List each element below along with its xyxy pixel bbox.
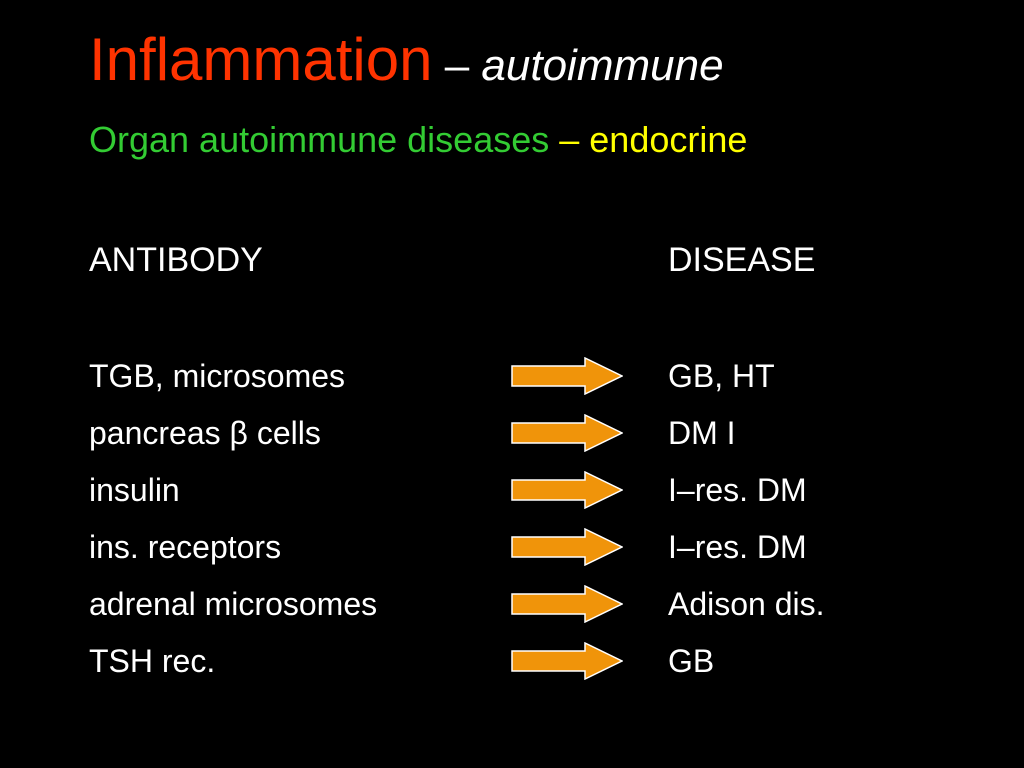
right-arrow-icon [511,471,623,509]
subtitle-dash: – [549,119,590,160]
slide-subtitle: Organ autoimmune diseases – endocrine [89,122,747,158]
table-row: insulin I–res. DM [0,471,1024,514]
table-row: TGB, microsomes GB, HT [0,357,1024,400]
title-main: Inflammation [89,26,433,93]
title-dash: – [432,41,482,90]
right-arrow-icon [511,414,623,452]
antibody-label: ins. receptors [89,529,282,565]
antibody-label: TSH rec. [89,643,216,679]
subtitle-category: endocrine [589,119,748,160]
right-arrow-icon [511,642,623,680]
antibody-label: pancreas β cells [89,415,321,451]
antibody-label: TGB, microsomes [89,358,346,394]
disease-label: GB, HT [668,358,775,394]
right-arrow-icon [511,528,623,566]
disease-label: GB [668,643,715,679]
table-row: pancreas β cells DM I [0,414,1024,457]
slide-title: Inflammation – autoimmune [89,30,724,90]
column-header-antibody: ANTIBODY [89,241,263,279]
right-arrow-icon [511,585,623,623]
table-row: TSH rec. GB [0,642,1024,685]
column-header-disease: DISEASE [668,241,816,279]
disease-label: I–res. DM [668,472,807,508]
right-arrow-icon [511,357,623,395]
antibody-label: adrenal microsomes [89,586,378,622]
title-subtitle: autoimmune [481,41,724,90]
disease-label: Adison dis. [668,586,825,622]
disease-label: I–res. DM [668,529,807,565]
disease-label: DM I [668,415,736,451]
table-row: adrenal microsomes Adison dis. [0,585,1024,628]
antibody-label: insulin [89,472,180,508]
table-row: ins. receptors I–res. DM [0,528,1024,571]
subtitle-topic: Organ autoimmune diseases [89,119,550,160]
